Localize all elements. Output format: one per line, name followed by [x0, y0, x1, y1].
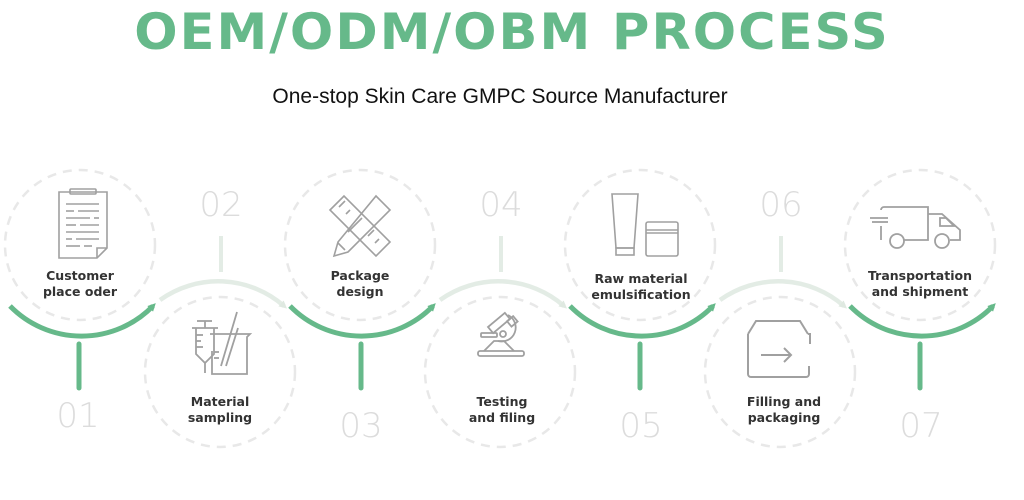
- step-01-number: 01: [56, 396, 100, 436]
- step-04-label-line1: Testing: [476, 394, 528, 409]
- tube-jar-icon: [611, 193, 679, 257]
- step-02-number: 02: [199, 185, 243, 225]
- syringe-beaker-icon: [192, 311, 253, 375]
- step-circle-07: [843, 168, 997, 322]
- clipboard-icon: [58, 188, 108, 259]
- step-01-label: Customer place oder: [0, 268, 160, 300]
- box-arrow-icon: [747, 320, 811, 378]
- page-subtitle: One-stop Skin Care GMPC Source Manufactu…: [272, 85, 728, 108]
- step-02-label-line2: sampling: [187, 410, 253, 425]
- crossed-rulers-icon: [328, 194, 392, 258]
- step-01-label-line2: place oder: [42, 284, 118, 299]
- step-06-number: 06: [759, 185, 803, 225]
- step-03-number: 03: [339, 406, 383, 446]
- microscope-icon: [477, 311, 525, 357]
- step-03-label-line2: design: [336, 284, 384, 299]
- step-04-label: Testing and filing: [422, 394, 582, 426]
- step-06-label-line1: Filling and: [746, 394, 822, 409]
- step-circle-03: [283, 168, 437, 322]
- step-circle-05: [563, 168, 717, 322]
- step-05-label: Raw material emulsification: [561, 271, 721, 303]
- truck-icon: [870, 206, 961, 249]
- connector-arc-06: [718, 279, 848, 309]
- step-circle-04: [423, 295, 577, 449]
- connector-arc-01: [8, 303, 156, 339]
- step-04-label-line2: and filing: [468, 410, 536, 425]
- connector-arc-03: [288, 303, 436, 339]
- connector-arc-05: [568, 303, 716, 339]
- step-01-label-line1: Customer: [46, 268, 114, 283]
- step-circle-02: [143, 295, 297, 449]
- step-03-label-line1: Package: [330, 268, 390, 283]
- connector-arc-07: [848, 303, 996, 339]
- step-03-label: Package design: [280, 268, 440, 300]
- connector-arc-04: [438, 279, 568, 309]
- step-06-label: Filling and packaging: [704, 394, 864, 426]
- step-05-label-line2: emulsification: [591, 287, 691, 302]
- step-07-label-line1: Transportation: [868, 268, 972, 283]
- step-04-number: 04: [479, 185, 523, 225]
- step-05-number: 05: [619, 406, 663, 446]
- step-02-label-line1: Material: [190, 394, 250, 409]
- step-07-label: Transportation and shipment: [840, 268, 1000, 300]
- connector-arc-02: [158, 279, 288, 309]
- step-07-label-line2: and shipment: [871, 284, 969, 299]
- step-circle-01: [3, 168, 157, 322]
- step-circle-06: [703, 295, 857, 449]
- page-title: OEM/ODM/OBM PROCESS: [134, 3, 890, 61]
- step-02-label: Material sampling: [140, 394, 300, 426]
- step-05-label-line1: Raw material: [594, 271, 688, 286]
- step-06-label-line2: packaging: [747, 410, 821, 425]
- step-07-number: 07: [899, 406, 943, 446]
